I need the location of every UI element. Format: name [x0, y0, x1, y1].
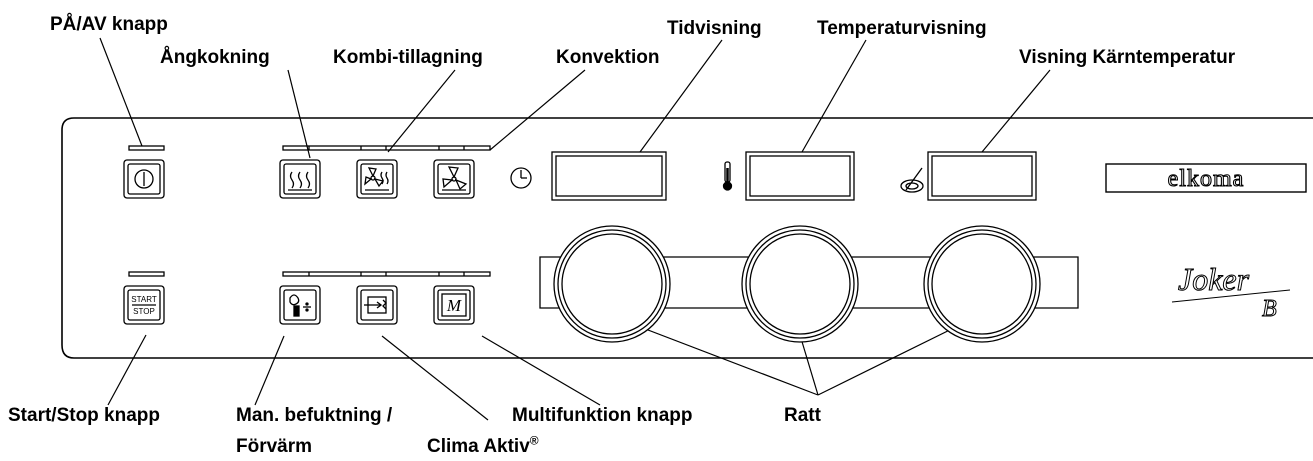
multifunction-button[interactable]	[433, 285, 475, 325]
convection-button[interactable]	[433, 159, 475, 199]
temperature-display	[745, 151, 855, 201]
label-power-button: PÅ/AV knapp	[50, 14, 168, 35]
multifunction-m-icon	[441, 293, 467, 317]
fan-icon	[442, 166, 468, 191]
label-steam: Ångkokning	[160, 47, 270, 68]
knob-right[interactable]	[923, 225, 1041, 343]
model-logo-joker: Joker	[1178, 261, 1250, 297]
humidify-icon	[289, 294, 311, 317]
brand-logo: elkoma	[1168, 166, 1245, 192]
leader-lines	[99, 37, 1051, 421]
label-multifunction: Multifunktion knapp	[512, 405, 693, 426]
start-stop-button[interactable]	[123, 285, 165, 325]
thermometer-icon	[722, 161, 733, 191]
start-stop-top-text: START	[131, 295, 157, 304]
registered-mark: ®	[529, 433, 539, 448]
model-logo-b: B	[1262, 296, 1277, 322]
clima-icon	[364, 296, 387, 314]
model-logo-underline	[1171, 289, 1291, 303]
label-time-display: Tidvisning	[667, 18, 762, 39]
label-temp-display: Temperaturvisning	[817, 18, 987, 39]
knob-recess	[539, 256, 1079, 309]
label-start-stop: Start/Stop knapp	[8, 405, 161, 426]
combi-fan-steam-icon	[364, 167, 389, 191]
time-display	[551, 151, 667, 201]
multifunction-m-letter: M	[446, 296, 462, 315]
indicator-leds	[128, 145, 491, 277]
steam-icon	[288, 171, 312, 191]
start-stop-bottom-text: STOP	[133, 307, 155, 316]
combi-button[interactable]	[356, 159, 398, 199]
humidify-button[interactable]	[279, 285, 321, 325]
clima-active-text: Clima Aktiv	[427, 436, 530, 457]
power-button[interactable]	[123, 159, 165, 199]
clima-button[interactable]	[356, 285, 398, 325]
label-clima-active: Clima Aktiv®	[427, 433, 539, 458]
label-knobs: Ratt	[784, 405, 821, 426]
label-humidify-line1: Man. befuktning /	[236, 405, 393, 426]
clock-icon	[510, 167, 532, 189]
core-temperature-display	[927, 151, 1037, 201]
brand-logo-box	[1105, 163, 1307, 193]
knob-center[interactable]	[741, 225, 859, 343]
core-probe-icon	[900, 167, 924, 193]
panel-outline	[61, 117, 1313, 359]
label-core-temp-display: Visning Kärntemperatur	[1019, 47, 1236, 68]
knob-left[interactable]	[553, 225, 671, 343]
label-convection: Konvektion	[556, 47, 660, 68]
steam-button[interactable]	[279, 159, 321, 199]
label-humidify-line2: Förvärm	[236, 436, 313, 457]
label-combi: Kombi-tillagning	[333, 47, 483, 68]
power-icon	[134, 169, 154, 189]
